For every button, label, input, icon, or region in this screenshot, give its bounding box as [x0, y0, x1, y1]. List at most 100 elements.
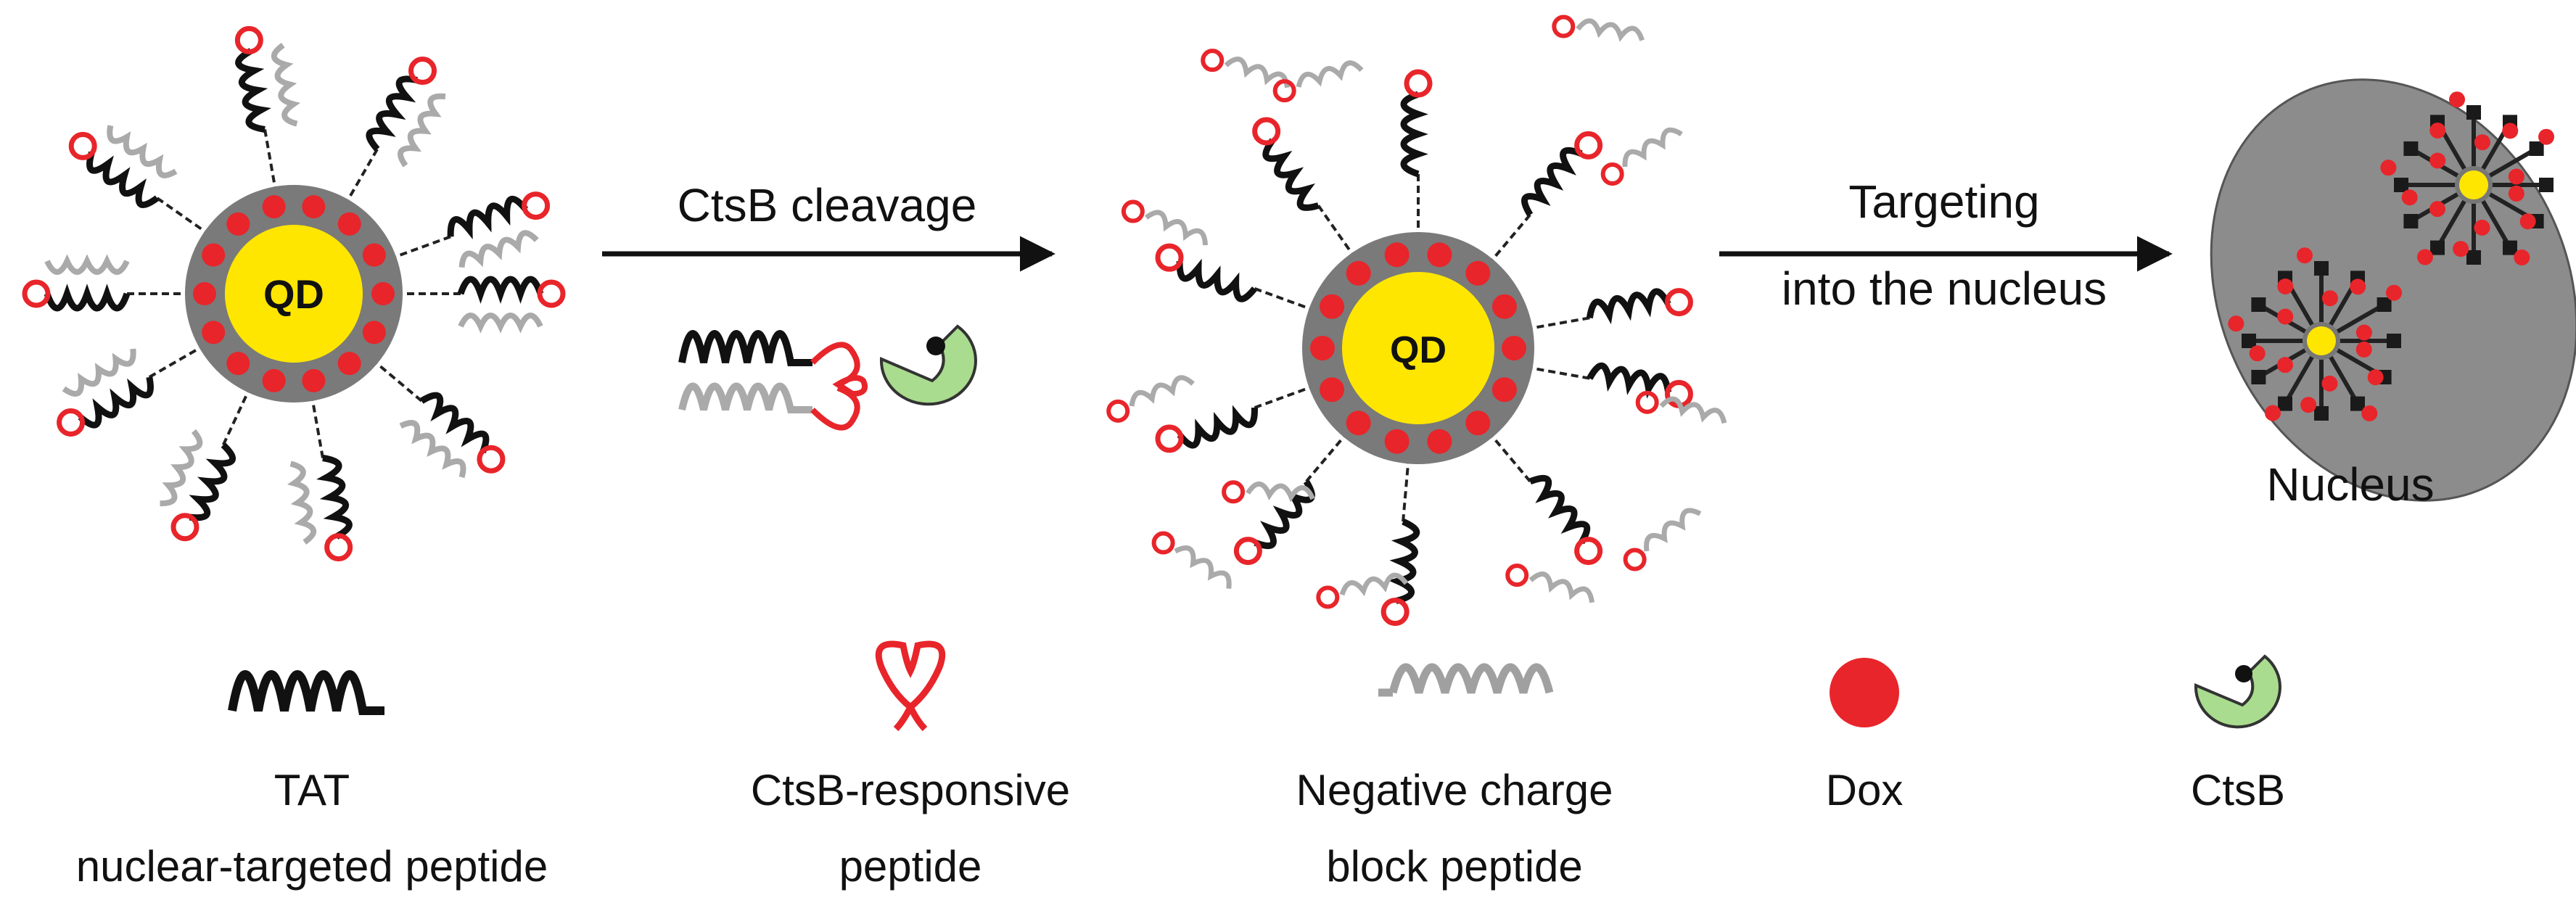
dox-dot — [337, 212, 361, 236]
targeting-label-line2: into the nucleus — [1782, 263, 2107, 315]
ctsb-responsive-peptide-icon — [875, 640, 946, 732]
tat-block-arm — [234, 25, 301, 194]
dox-dot — [1384, 429, 1410, 454]
tat-block-arm — [160, 385, 252, 542]
released-fragment — [1623, 508, 1702, 571]
tat-block-arm — [68, 125, 212, 237]
legend-negative-charge-line2: block peptide — [1326, 842, 1583, 891]
dox-dot — [362, 321, 386, 344]
ctsb-enzyme-step-icon — [879, 324, 977, 406]
dox-dot — [302, 195, 326, 219]
tat-arm — [1233, 430, 1350, 566]
released-fragment — [1222, 480, 1315, 504]
released-fragment — [1151, 531, 1232, 590]
ctsb-enzyme-icon — [2194, 654, 2281, 729]
tat-arm — [1525, 288, 1693, 331]
dox-dot — [1465, 260, 1491, 286]
qd-core-label: QD — [263, 271, 324, 317]
released-fragment — [1106, 375, 1195, 423]
dox-payload-ring — [193, 195, 395, 392]
legend-ctsb-responsive-line1: CtsB-responsive — [751, 766, 1070, 814]
peptide-arms-intact — [22, 25, 566, 562]
tat-block-arm — [287, 393, 353, 562]
legend-item-dox: Dox — [1826, 658, 1904, 814]
tat-arm — [1380, 456, 1420, 627]
internalized-qd — [2380, 91, 2555, 266]
tat-block-arm — [370, 358, 506, 479]
released-fragment — [1272, 60, 1364, 103]
legend-ctsb-label: CtsB — [2191, 766, 2285, 814]
dox-dot — [1491, 377, 1517, 403]
nuclear-targeting-step: Targeting into the nucleus — [1719, 176, 2173, 315]
legend-item-tat: TAT nuclear-targeted peptide — [76, 670, 548, 891]
qd-core-2 — [1342, 272, 1494, 424]
dox-dot — [302, 368, 326, 392]
negative-charge-peptide-icon — [1378, 663, 1554, 697]
dox-dot — [193, 282, 216, 305]
released-peptide-fragments — [1106, 15, 1727, 609]
released-fragment — [1505, 564, 1595, 603]
dox-dot — [1320, 377, 1345, 403]
tat-block-arm — [22, 254, 192, 312]
tat-peptide-icon — [228, 670, 384, 715]
dox-dot — [371, 282, 395, 305]
released-fragment — [1600, 127, 1683, 186]
legend-item-ctsb-responsive: CtsB-responsive peptide — [751, 640, 1070, 891]
cleaved-qd-nanoparticle: QD — [1106, 15, 1727, 627]
legend-ctsb-responsive-line2: peptide — [839, 842, 982, 891]
tat-arm — [1155, 384, 1317, 453]
tat-block-arm — [343, 57, 446, 207]
tat-block-arm — [57, 343, 207, 437]
legend-item-ctsb: CtsB — [2191, 654, 2285, 814]
nucleus: Nucleus — [2210, 78, 2576, 511]
targeting-label-line1: Targeting — [1848, 176, 2039, 228]
dox-dot — [1502, 336, 1526, 360]
dox-dot — [226, 212, 250, 236]
dox-dot — [362, 243, 386, 267]
released-fragment — [1316, 572, 1409, 609]
dox-dot — [1491, 294, 1517, 319]
legend: TAT nuclear-targeted peptide CtsB-respon… — [76, 640, 2285, 891]
dox-dot — [262, 368, 286, 392]
cleaved-peptide-pair — [678, 330, 868, 431]
dox-payload-ring-2 — [1310, 242, 1526, 454]
legend-negative-charge-line1: Negative charge — [1296, 766, 1613, 814]
cleavage-step: CtsB cleavage — [602, 179, 1055, 431]
tat-arm — [1252, 117, 1357, 260]
legend-item-negative-charge: Negative charge block peptide — [1296, 663, 1613, 891]
dox-dot — [1427, 242, 1452, 268]
dox-dot — [1310, 336, 1335, 360]
qd-core — [225, 225, 363, 363]
released-fragment — [1635, 390, 1727, 424]
legend-dox-label: Dox — [1826, 766, 1904, 814]
nucleus-label: Nucleus — [2266, 458, 2434, 511]
intact-qd-nanoparticle: QD — [22, 25, 566, 562]
dox-dot — [1384, 242, 1410, 268]
dox-icon — [1830, 658, 1899, 727]
tat-arm — [1155, 243, 1317, 313]
internalized-qd — [2228, 247, 2403, 422]
released-fragment — [1121, 199, 1209, 246]
released-fragment — [1201, 49, 1291, 88]
tat-arm — [1486, 131, 1603, 266]
dox-dot — [202, 243, 226, 267]
tat-arm — [1486, 430, 1603, 566]
dox-dot — [1320, 294, 1345, 319]
dox-dot — [202, 321, 226, 344]
legend-tat-line1: TAT — [274, 766, 350, 814]
dox-dot — [337, 352, 361, 376]
dox-dot — [1427, 429, 1452, 454]
released-fragment — [1552, 15, 1645, 42]
dox-dot — [1346, 410, 1371, 436]
qd-core-label-2: QD — [1390, 329, 1447, 371]
tat-arm — [1400, 69, 1433, 239]
tat-block-arm — [395, 276, 566, 334]
legend-tat-line2: nuclear-targeted peptide — [76, 842, 548, 891]
dox-dot — [1346, 260, 1371, 286]
dox-dot — [1465, 410, 1491, 436]
cleavage-step-label: CtsB cleavage — [678, 179, 977, 231]
tat-block-arm — [388, 191, 551, 268]
dox-dot — [226, 352, 250, 376]
internalized-nanoparticles — [2228, 91, 2555, 422]
